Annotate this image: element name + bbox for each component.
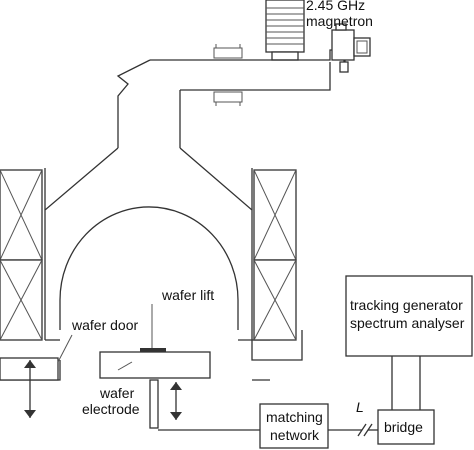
probe xyxy=(339,61,349,73)
inductance-label: L xyxy=(356,399,364,415)
chamber xyxy=(0,147,303,381)
bridge-label: bridge xyxy=(384,419,423,435)
wafer-door-label: wafer door xyxy=(71,317,138,333)
matching-network-box xyxy=(259,403,329,449)
tuner-block xyxy=(331,29,355,61)
horn-right-wall xyxy=(179,147,253,340)
magnetron-label: magnetron xyxy=(306,13,373,29)
bridge-box xyxy=(377,409,435,445)
flange-bottom xyxy=(213,91,243,103)
spectrum-analyser-label: spectrum analyser xyxy=(350,315,465,331)
magnet-coil-left xyxy=(0,169,43,341)
chamber-right-lower xyxy=(251,330,303,361)
wafer-lift-rod xyxy=(149,379,159,429)
flange-top xyxy=(213,47,243,59)
horn-left-wall xyxy=(44,147,119,340)
waveguide-top-wall xyxy=(150,49,346,62)
electrode-label: electrode xyxy=(82,401,140,417)
wafer xyxy=(140,348,166,352)
wafer-door-slab xyxy=(0,357,59,381)
magnetron-assembly: 2.45 GHz magnetron xyxy=(116,0,373,148)
waveguide-bottom-wall xyxy=(180,62,331,91)
magnetron-frequency-label: 2.45 GHz xyxy=(306,0,365,13)
wafer-electrode: wafer lift wafer electrode xyxy=(82,287,214,429)
tuner-stub xyxy=(353,37,371,57)
rf-circuit: matching network L bridge tracking gener… xyxy=(158,275,473,449)
tracking-generator-label: tracking generator xyxy=(350,297,463,313)
electrode-plate xyxy=(99,351,211,379)
magnetron-base xyxy=(271,51,299,61)
wafer-door: wafer door xyxy=(0,317,138,418)
quartz-dome xyxy=(59,206,239,330)
matching-label: matching xyxy=(266,409,323,425)
wafer-lift-label: wafer lift xyxy=(161,287,214,303)
wafer-label: wafer xyxy=(99,385,135,401)
waveguide-bend-left xyxy=(116,59,151,148)
network-label: network xyxy=(270,427,320,443)
magnet-coil-right xyxy=(253,169,297,341)
tracking-generator-box xyxy=(345,275,473,357)
